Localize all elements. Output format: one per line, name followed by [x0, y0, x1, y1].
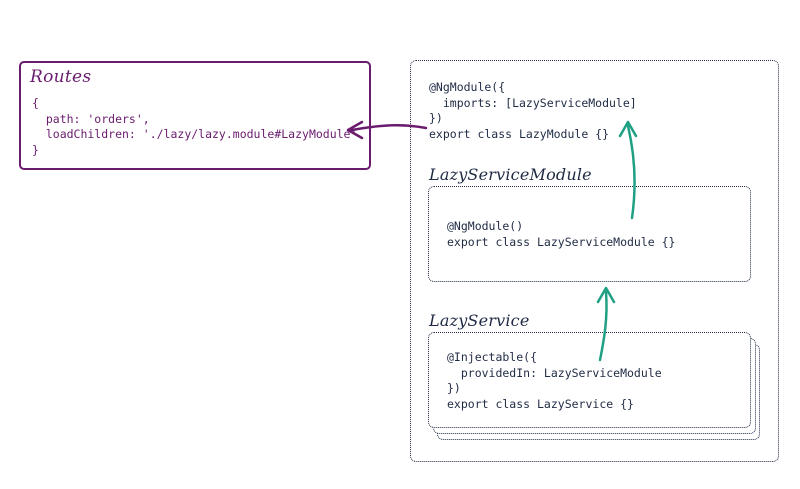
lazy-service-module-box [428, 186, 751, 282]
lazy-service-box [428, 332, 751, 428]
lazy-service-module-title: LazyServiceModule [429, 165, 592, 184]
routes-code: { path: 'orders', loadChildren: './lazy/… [32, 96, 358, 157]
routes-title: Routes [30, 67, 92, 87]
lazy-module-code: @NgModule({ imports: [LazyServiceModule]… [429, 80, 637, 141]
lazy-module-container [410, 60, 779, 462]
lazy-service-code: @Injectable({ providedIn: LazyServiceMod… [447, 350, 662, 411]
routes-box [19, 61, 371, 170]
lazy-service-module-code: @NgModule() export class LazyServiceModu… [447, 219, 676, 249]
lazy-service-title: LazyService [429, 311, 530, 330]
